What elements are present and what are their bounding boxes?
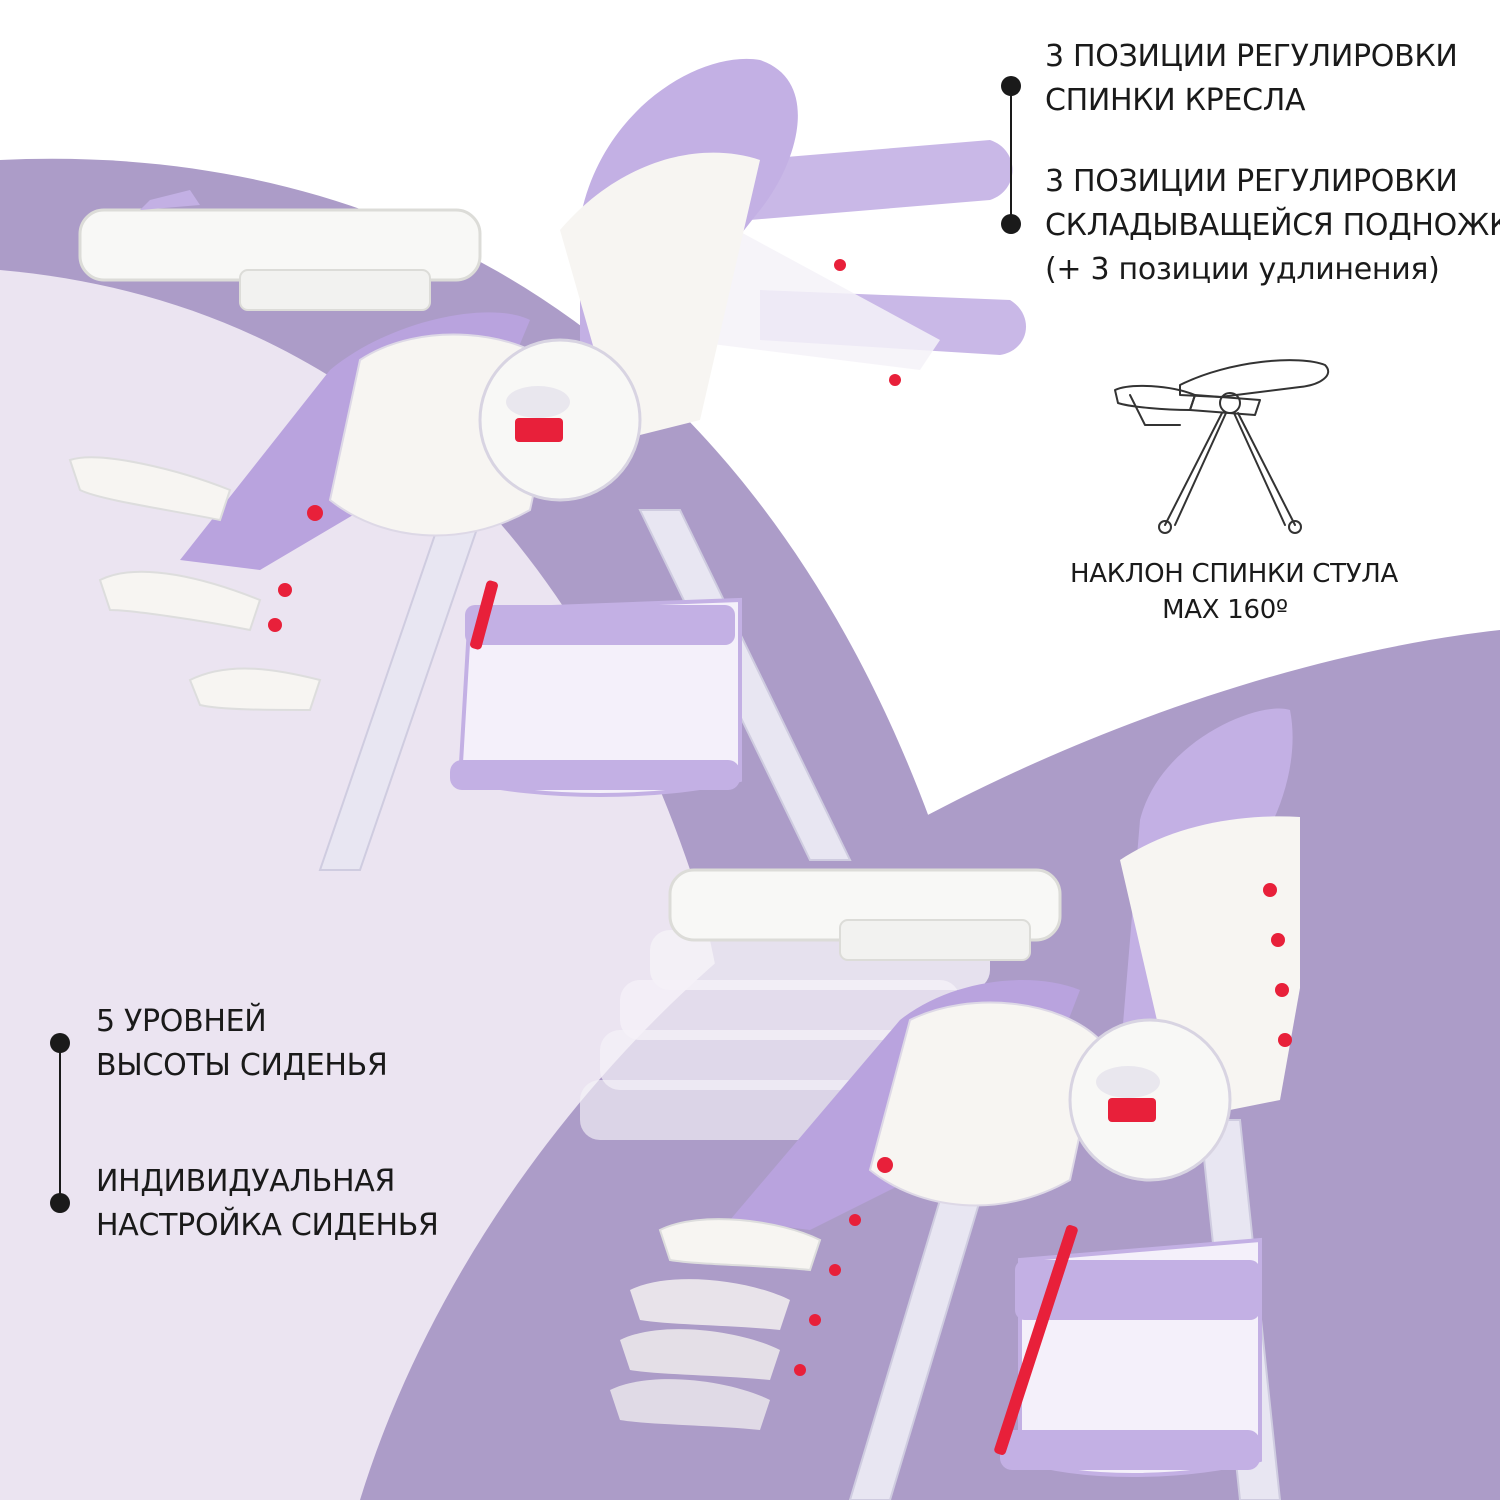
- high-chair-backrest-photo: [68, 58, 1027, 871]
- seat-height-bullet-dot: [50, 1033, 70, 1053]
- seat-custom-feature-text: ИНДИВИДУАЛЬНАЯ НАСТРОЙКА СИДЕНЬЯ: [96, 1160, 439, 1248]
- seat-custom-line-1: ИНДИВИДУАЛЬНАЯ: [96, 1164, 396, 1199]
- seat-height-feature-text: 5 УРОВНЕЙ ВЫСОТЫ СИДЕНЬЯ: [96, 1000, 388, 1088]
- footrest-line-3: (+ 3 позиции удлинения): [1045, 252, 1440, 287]
- backrest-line-2: СПИНКИ КРЕСЛА: [1045, 83, 1306, 118]
- seat-height-line-2: ВЫСОТЫ СИДЕНЬЯ: [96, 1048, 388, 1083]
- backrest-feature-text: 3 ПОЗИЦИИ РЕГУЛИРОВКИ СПИНКИ КРЕСЛА: [1045, 35, 1458, 123]
- seat-height-line-1: 5 УРОВНЕЙ: [96, 1004, 267, 1039]
- backrest-line-1: 3 ПОЗИЦИИ РЕГУЛИРОВКИ: [1045, 39, 1458, 74]
- backrest-bullet-dot: [1001, 76, 1021, 96]
- recline-line-2: MAX 160º: [1162, 595, 1288, 625]
- high-chair-seat-height-photo: [580, 708, 1300, 1500]
- seat-custom-bullet-dot: [50, 1193, 70, 1213]
- seat-custom-line-2: НАСТРОЙКА СИДЕНЬЯ: [96, 1208, 439, 1243]
- footrest-line-2: СКЛАДЫВАЩЕЙСЯ ПОДНОЖКИ: [1045, 208, 1500, 243]
- footrest-bullet-dot: [1001, 214, 1021, 234]
- backrest-bullet-line: [1010, 86, 1012, 224]
- recline-line-1: НАКЛОН СПИНКИ СТУЛА: [1070, 559, 1399, 589]
- high-chair-reclined-outline-icon: [1114, 359, 1330, 534]
- recline-caption: НАКЛОН СПИНКИ СТУЛА MAX 160º: [1070, 556, 1399, 628]
- seat-bullet-line: [59, 1043, 61, 1203]
- footrest-feature-text: 3 ПОЗИЦИИ РЕГУЛИРОВКИ СКЛАДЫВАЩЕЙСЯ ПОДН…: [1045, 160, 1500, 292]
- footrest-line-1: 3 ПОЗИЦИИ РЕГУЛИРОВКИ: [1045, 164, 1458, 199]
